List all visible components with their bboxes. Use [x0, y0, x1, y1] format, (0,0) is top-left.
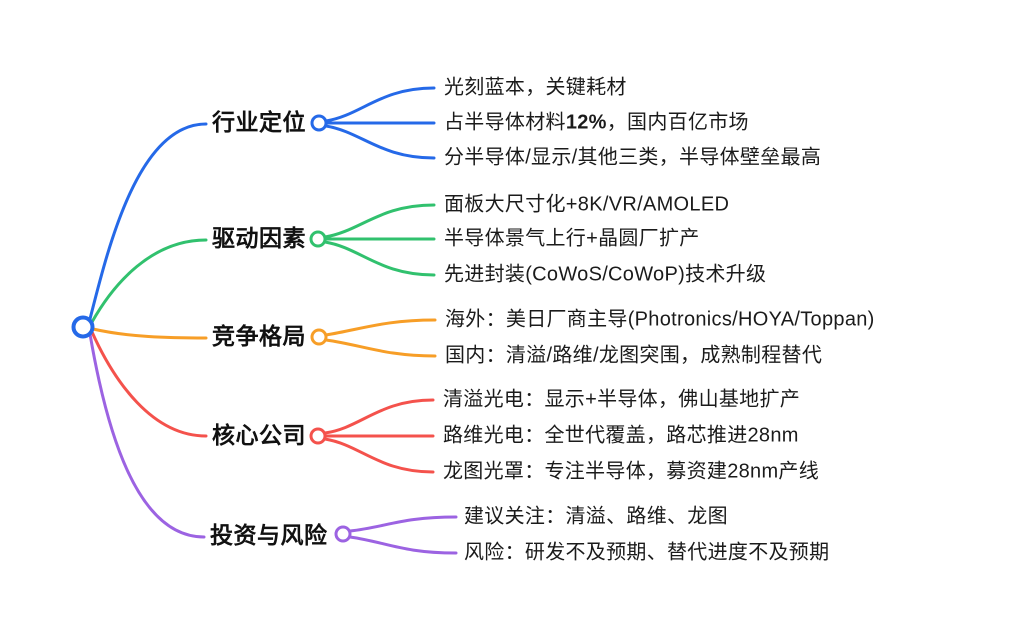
branch-label-industry[interactable]: 行业定位	[212, 109, 306, 136]
connector-investment-leaf-2	[348, 535, 458, 555]
leaf-companies-3[interactable]: 龙图光罩：专注半导体，募资建28nm产线	[443, 460, 820, 483]
branch-label-companies[interactable]: 核心公司	[212, 422, 306, 449]
leaf-drivers-1[interactable]: 面板大尺寸化+8K/VR/AMOLED	[444, 193, 730, 216]
leaf-investment-2[interactable]: 风险：研发不及预期、替代进度不及预期	[464, 541, 830, 564]
connector-root-to-industry	[88, 122, 208, 321]
connector-root-to-investment	[88, 332, 206, 539]
leaf-competition-2[interactable]: 国内：清溢/路维/龙图突围，成熟制程替代	[445, 344, 823, 367]
branch-label-drivers[interactable]: 驱动因素	[212, 225, 306, 252]
companies-node-circle[interactable]	[309, 427, 327, 445]
leaf-competition-1[interactable]: 海外：美日厂商主导(Photronics/HOYA/Toppan)	[445, 308, 875, 331]
industry-node-circle[interactable]	[310, 114, 328, 132]
connector-competition-leaf-1	[324, 318, 437, 337]
leaf-companies-1[interactable]: 清溢光电：显示+半导体，佛山基地扩产	[443, 388, 801, 411]
connector-drivers-leaf-1	[323, 203, 436, 239]
branch-label-investment[interactable]: 投资与风险	[210, 522, 328, 549]
investment-node-circle[interactable]	[334, 525, 352, 543]
leaf-drivers-3[interactable]: 先进封装(CoWoS/CoWoP)技术升级	[444, 263, 767, 286]
connector-drivers-leaf-3	[323, 240, 436, 277]
branch-label-competition[interactable]: 竞争格局	[212, 323, 306, 350]
connector-root-to-competition	[91, 327, 208, 340]
drivers-node-circle[interactable]	[309, 230, 327, 248]
leaf-drivers-2[interactable]: 半导体景气上行+晶圆厂扩产	[444, 227, 700, 250]
leaf-companies-2[interactable]: 路维光电：全世代覆盖，路芯推进28nm	[443, 424, 799, 447]
leaf-industry-3[interactable]: 分半导体/显示/其他三类，半导体壁垒最高	[444, 146, 822, 169]
connector-competition-leaf-2	[324, 338, 437, 358]
leaf-investment-1[interactable]: 建议关注：清溢、路维、龙图	[464, 505, 728, 528]
connector-root-to-companies	[90, 330, 208, 438]
competition-node-circle[interactable]	[310, 328, 328, 346]
connector-root-to-drivers	[90, 238, 208, 324]
connector-companies-leaf-3	[323, 437, 435, 474]
connector-industry-leaf-3	[324, 124, 436, 160]
connector-investment-leaf-1	[348, 515, 458, 533]
leaf-industry-1[interactable]: 光刻蓝本，关键耗材	[444, 76, 627, 99]
connector-industry-leaf-1	[324, 86, 436, 123]
leaf-industry-2[interactable]: 占半导体材料12%，国内百亿市场	[444, 111, 749, 134]
root-node-circle[interactable]	[71, 315, 95, 339]
connector-companies-leaf-1	[323, 398, 435, 435]
